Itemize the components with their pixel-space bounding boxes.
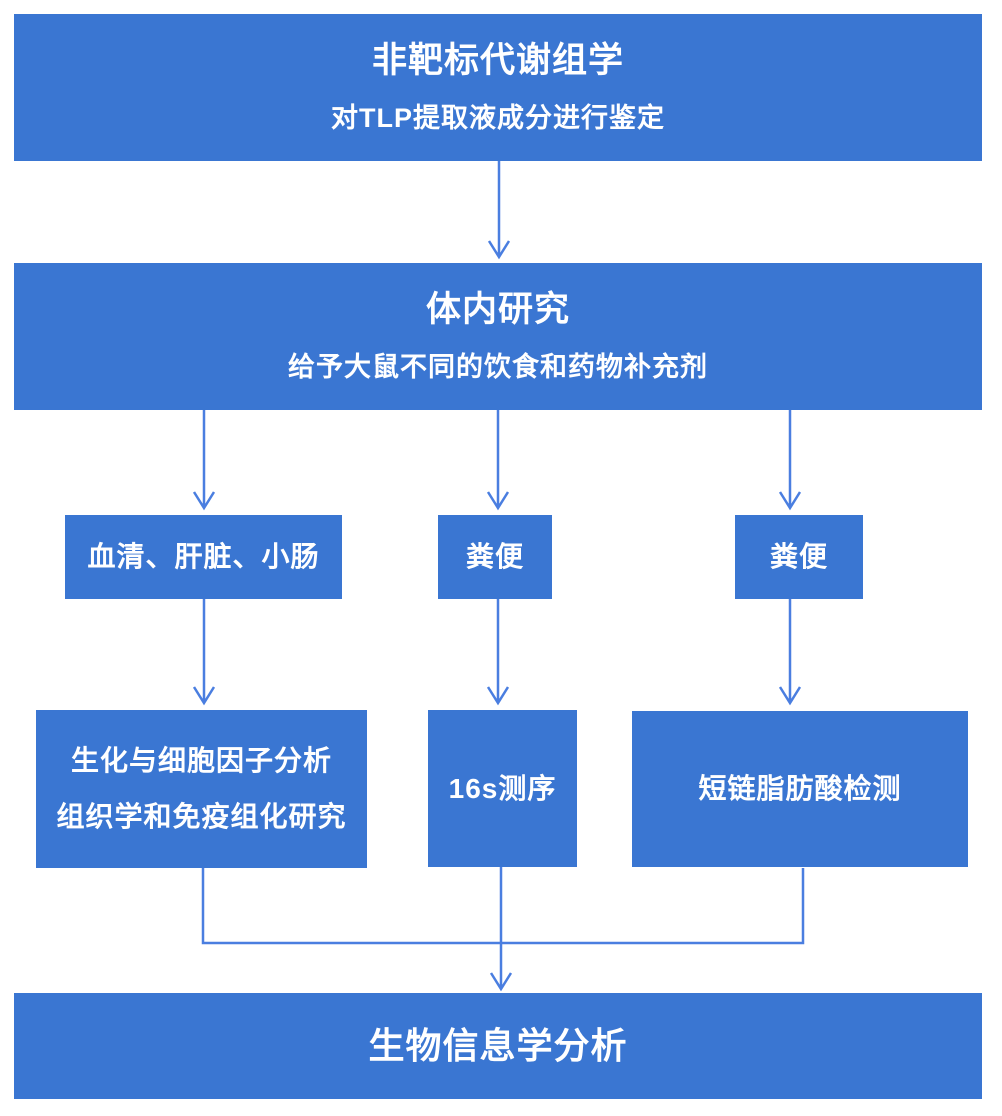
arrow-invivo-to-feces-2 — [778, 410, 802, 511]
box-scfa-detection: 短链脂肪酸检测 — [632, 711, 968, 867]
untargeted-metabolomics-title: 非靶标代谢组学 — [371, 41, 624, 80]
feces-2-label: 粪便 — [769, 541, 828, 572]
box-16s-sequencing: 16s测序 — [428, 710, 577, 867]
arrow-feces1-to-16s — [486, 599, 510, 706]
box-feces-2: 粪便 — [735, 515, 863, 599]
16s-sequencing-label: 16s测序 — [448, 772, 557, 804]
biochem-cytokine-line: 生化与细胞因子分析 — [70, 745, 332, 776]
arrow-serum-to-biochem — [192, 599, 216, 706]
arrow-merge-to-bioinformatics — [489, 867, 513, 992]
serum-liver-intestine-label: 血清、肝脏、小肠 — [87, 541, 320, 572]
in-vivo-study-title: 体内研究 — [425, 290, 570, 329]
box-untargeted-metabolomics: 非靶标代谢组学 对TLP提取液成分进行鉴定 — [14, 14, 982, 161]
arrow-invivo-to-serum-liver-intestine — [192, 410, 216, 511]
box-in-vivo-study: 体内研究 给予大鼠不同的饮食和药物补充剂 — [14, 263, 982, 410]
arrow-top-to-invivo — [487, 161, 511, 260]
arrow-invivo-to-feces-1 — [486, 410, 510, 511]
histology-immunohistochemistry-line: 组织学和免疫组化研究 — [56, 801, 347, 832]
box-serum-liver-intestine: 血清、肝脏、小肠 — [65, 515, 342, 599]
untargeted-metabolomics-subtitle: 对TLP提取液成分进行鉴定 — [331, 103, 665, 133]
box-biochem-cytokine-histology: 生化与细胞因子分析 组织学和免疫组化研究 — [36, 710, 367, 868]
arrow-feces2-to-scfa — [778, 599, 802, 706]
box-feces-1: 粪便 — [438, 515, 552, 599]
feces-1-label: 粪便 — [465, 541, 524, 572]
scfa-detection-label: 短链脂肪酸检测 — [698, 773, 902, 804]
box-bioinformatics-analysis: 生物信息学分析 — [14, 993, 982, 1099]
bioinformatics-analysis-title: 生物信息学分析 — [368, 1025, 628, 1066]
in-vivo-study-subtitle: 给予大鼠不同的饮食和药物补充剂 — [288, 352, 708, 382]
elbow-merge-connector — [201, 868, 805, 945]
